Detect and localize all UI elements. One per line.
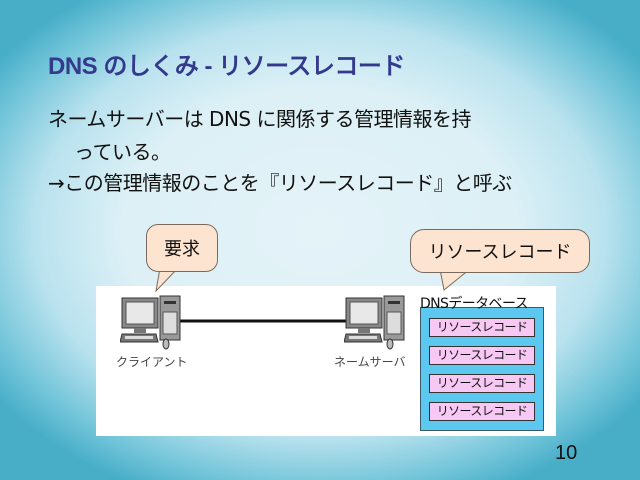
- resource-record-item: リソースレコード: [429, 318, 535, 337]
- callout-record-text: リソースレコード: [428, 242, 572, 263]
- resource-record-item: リソースレコード: [429, 346, 535, 365]
- name-server-label: ネームサーバ: [334, 355, 406, 369]
- body-text-line: ネームサーバーは DNS に関係する管理情報を持: [48, 107, 471, 131]
- resource-record-item: リソースレコード: [429, 374, 535, 393]
- callout-resource-record: リソースレコード: [410, 229, 590, 273]
- dns-database-title: DNSデータベース: [420, 296, 529, 312]
- page-number: 10: [555, 442, 578, 464]
- callout-request: 要求: [146, 224, 218, 272]
- desktop-computer-icon: [120, 295, 181, 350]
- slide-title: DNS のしくみ - リソースレコード: [48, 53, 405, 80]
- dns-database: リソースレコード リソースレコード リソースレコード リソースレコード: [420, 307, 544, 431]
- desktop-computer-icon: [344, 295, 405, 350]
- body-text-line: っている。: [74, 140, 171, 164]
- resource-record-item: リソースレコード: [429, 402, 535, 421]
- client-label: クライアント: [116, 355, 188, 369]
- body-text-line: →この管理情報のことを『リソースレコード』と呼ぶ: [48, 171, 512, 195]
- callout-request-text: 要求: [164, 239, 200, 260]
